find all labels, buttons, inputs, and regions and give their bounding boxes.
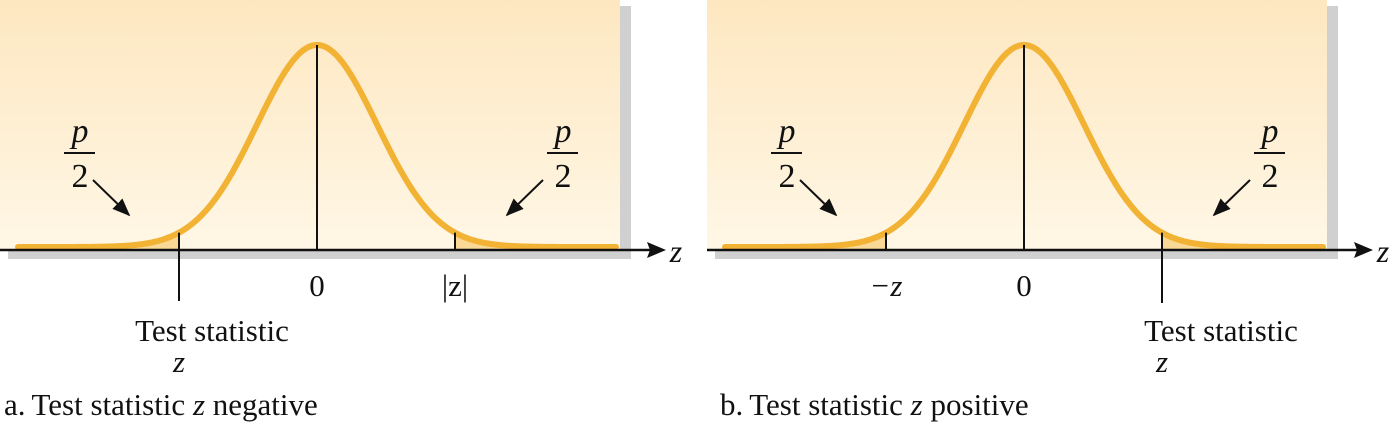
panel-b: p 2 p 2 z 0 −z Test statistic z b.Test s…	[707, 0, 1399, 426]
normal-curve-diagram-a: p 2 p 2 z 0 |z| Test statistic z	[0, 0, 683, 379]
axis-label-z: z	[1376, 233, 1390, 269]
test-statistic-z: z	[1155, 344, 1168, 379]
caption-text: Test statistic	[31, 387, 193, 422]
left-tail-p: p	[777, 113, 796, 150]
caption-suffix: positive	[922, 387, 1029, 422]
caption-var: z	[192, 387, 206, 422]
caption-letter: b.	[720, 387, 744, 422]
left-tail-p: p	[70, 113, 89, 150]
caption-var: z	[910, 387, 923, 422]
right-tick-label: |z|	[442, 268, 468, 303]
panel-a: p 2 p 2 z 0 |z| Test statistic z a.Test …	[0, 0, 683, 423]
right-tail-p: p	[1260, 113, 1279, 150]
arrow-icon	[1212, 179, 1251, 217]
normal-curve-diagram-b: p 2 p 2 z 0 −z Test statistic z	[707, 0, 1390, 379]
caption-b: b.Test statistic z positive	[720, 387, 1029, 423]
axis-arrowhead	[647, 242, 666, 258]
center-label: 0	[1016, 268, 1032, 303]
arrow-icon	[799, 179, 838, 217]
background-panel	[0, 0, 620, 250]
test-statistic-z: z	[172, 344, 185, 379]
axis-label-z: z	[669, 233, 683, 269]
arrow-icon	[505, 179, 544, 217]
test-statistic-label: Test statistic	[135, 313, 289, 348]
caption-letter: a.	[4, 387, 26, 422]
right-tail-2: 2	[1262, 158, 1279, 195]
caption-suffix: negative	[205, 387, 318, 422]
arrow-icon	[92, 179, 131, 217]
left-tick-label: −z	[870, 268, 903, 303]
left-tail-2: 2	[72, 158, 89, 195]
center-label: 0	[309, 268, 325, 303]
caption-a: a.Test statistic z negative	[4, 387, 318, 423]
background-panel	[707, 0, 1327, 250]
caption-text: Test statistic	[749, 387, 911, 422]
right-tail-2: 2	[555, 158, 572, 195]
axis-arrowhead	[1354, 242, 1373, 258]
test-statistic-label: Test statistic	[1144, 313, 1298, 348]
right-tail-p: p	[553, 113, 572, 150]
left-tail-2: 2	[779, 158, 796, 195]
